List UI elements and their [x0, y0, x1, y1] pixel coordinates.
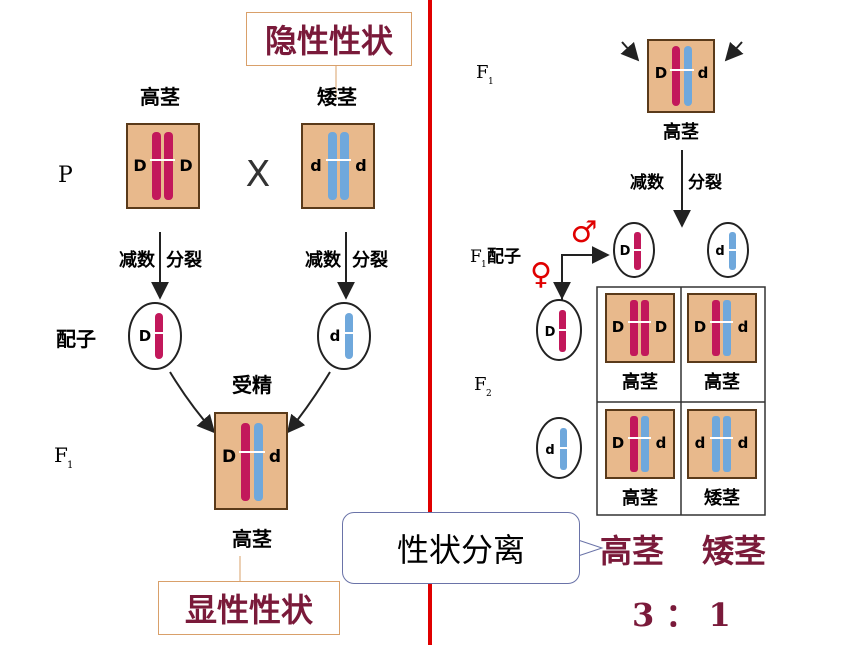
meiosis-right-label-a: 减数 [630, 172, 665, 193]
f1-label-left: 高茎 [232, 527, 272, 551]
row-label-p: P [58, 163, 73, 188]
gamete-corner-line [561, 246, 610, 300]
cell1-allele-b: D [655, 318, 667, 336]
cell3-allele-b: d [656, 434, 667, 452]
incoming-arrow-right [724, 41, 744, 62]
male-gamete-d: d [707, 222, 749, 278]
row-label-f1-sub: 1 [67, 460, 73, 471]
meiosis-right-a: 减数 [305, 249, 342, 271]
bubble-tail [577, 539, 604, 557]
f1-gamete-label-sub: 1 [481, 260, 487, 270]
cell1-allele-a: D [612, 318, 624, 336]
female-gamete-D: D [536, 299, 582, 361]
meiosis-right-label-b: 分裂 [688, 172, 722, 193]
punnett-cell-dd: d d [687, 409, 757, 479]
gamete-allele-D: D [139, 327, 151, 345]
f1-gamete-label-pre: F [470, 247, 482, 267]
row-label-f1-right-sub: 1 [488, 77, 494, 87]
f1-allele-d: d [269, 447, 281, 467]
male-gamete-D: D [613, 222, 655, 278]
punnett-cell-label-4: 矮茎 [704, 487, 740, 509]
row-label-f1-right: F [476, 62, 489, 83]
cell4-allele-b: d [738, 434, 749, 452]
female-gamete-d: d [536, 417, 582, 479]
parent-dwarf-label: 矮茎 [317, 85, 357, 109]
row-label-f1: F [54, 443, 68, 467]
punnett-cell-label-3: 高茎 [622, 487, 658, 509]
fertilize-arrow-right [286, 371, 331, 434]
allele-d-left: d [310, 156, 321, 175]
f1r-allele-d: d [698, 64, 709, 82]
row-label-f2: F [474, 374, 487, 395]
allele-D-right: D [179, 156, 192, 175]
f1-card: D d [214, 412, 288, 510]
female-symbol: ♀ [530, 257, 552, 292]
f1-card-right: D d [647, 39, 715, 113]
female-gamete-allele-d: d [545, 443, 554, 458]
result-tall: 高茎 [600, 532, 665, 570]
male-gamete-allele-D: D [620, 244, 631, 259]
f1-gamete-label-post: 配子 [487, 247, 521, 267]
meiosis-right-b: 分裂 [352, 250, 388, 271]
parent-tall-label: 高茎 [140, 85, 180, 109]
cell2-allele-a: D [694, 318, 706, 336]
female-gamete-allele-D: D [545, 325, 556, 340]
parent-dwarf-card: d d [301, 123, 375, 209]
trait-separation-bubble: 性状分离 [342, 512, 580, 584]
ratio-text: 3 ： 1 [632, 596, 731, 634]
recessive-trait-callout: 隐性性状 [246, 12, 412, 66]
dominant-trait-callout: 显性性状 [158, 581, 340, 635]
f1-label-right: 高茎 [663, 121, 699, 143]
gamete-D-left: D [128, 302, 182, 370]
row-label-gamete: 配子 [56, 327, 96, 351]
cell4-allele-a: d [695, 434, 706, 452]
f1r-allele-D: D [655, 64, 667, 82]
fertilization-label: 受精 [232, 373, 272, 397]
punnett-cell-Dd-bottom: D d [605, 409, 675, 479]
punnett-cell-label-1: 高茎 [622, 371, 658, 393]
allele-d-right: d [355, 156, 366, 175]
incoming-arrow-left [620, 41, 640, 62]
cross-symbol: X [246, 154, 271, 195]
allele-D-left: D [133, 156, 146, 175]
cell2-allele-b: d [738, 318, 749, 336]
row-label-f2-sub: 2 [486, 389, 492, 399]
parent-tall-card: D D [126, 123, 200, 209]
result-dwarf: 矮茎 [702, 532, 767, 570]
cell3-allele-a: D [612, 434, 624, 452]
punnett-cell-Dd-top: D d [687, 293, 757, 363]
male-gamete-allele-d: d [715, 244, 724, 259]
punnett-cell-DD: D D [605, 293, 675, 363]
fertilize-arrow-left [169, 371, 216, 434]
gamete-d-left: d [317, 302, 371, 370]
male-symbol: ♂ [571, 215, 598, 250]
meiosis-left-a: 减数 [119, 249, 156, 271]
gamete-allele-d: d [330, 327, 341, 345]
punnett-cell-label-2: 高茎 [704, 371, 740, 393]
f1-allele-D: D [222, 447, 236, 467]
meiosis-left-b: 分裂 [166, 250, 202, 271]
